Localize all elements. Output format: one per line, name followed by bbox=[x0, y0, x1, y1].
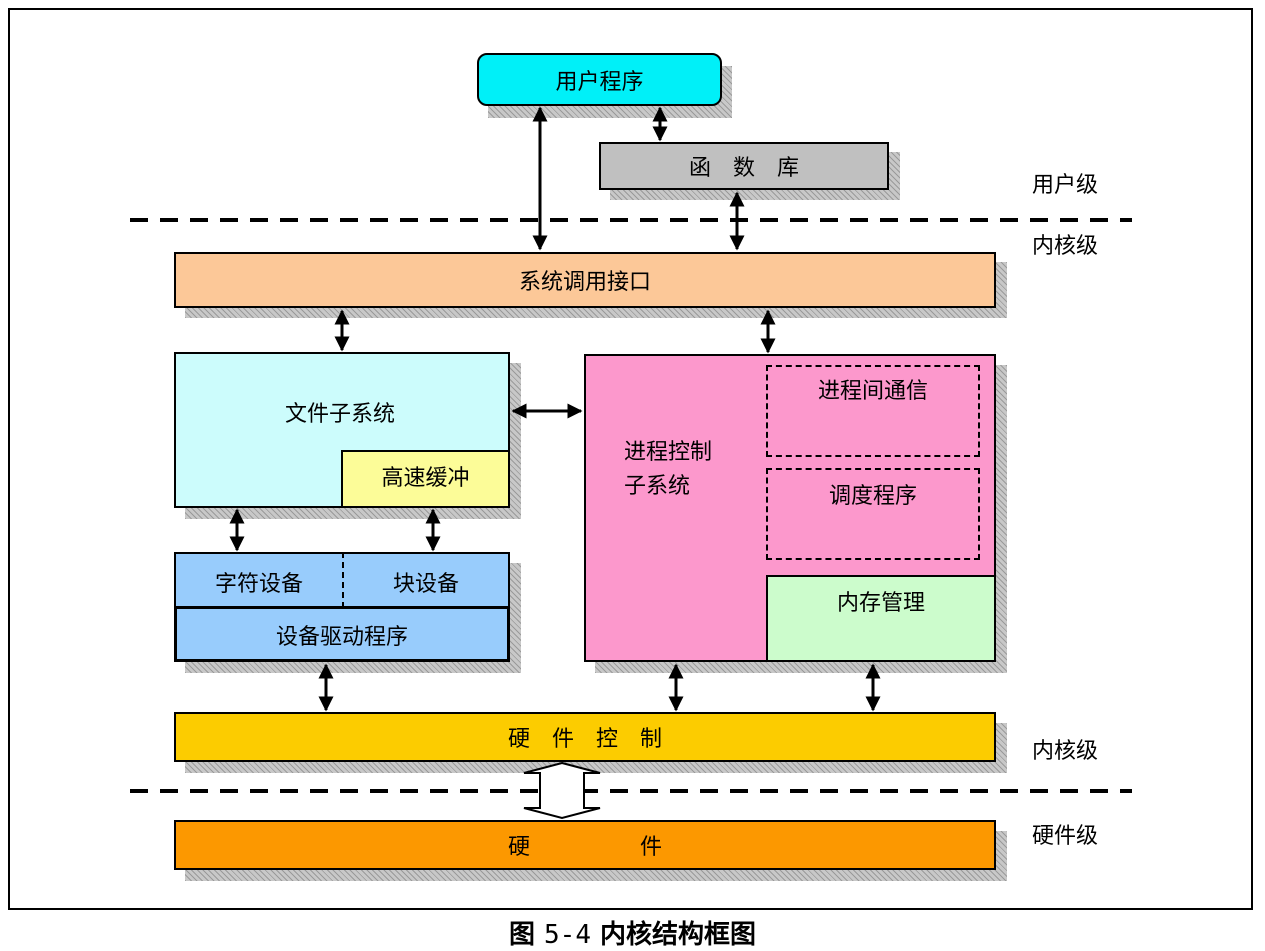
caption-prefix: 图 bbox=[508, 920, 535, 950]
level-kernel-bottom-label: 内核级 bbox=[1032, 739, 1099, 764]
ipc-box: 进程间通信 bbox=[766, 365, 980, 457]
char-device-box: 字符设备 bbox=[174, 552, 342, 608]
block-device-box: 块设备 bbox=[342, 552, 510, 608]
hardware-box: 硬 件 bbox=[174, 820, 996, 870]
caption-number: 5-4 bbox=[544, 920, 591, 950]
process-control-label: 进程控制 子系统 bbox=[624, 440, 713, 499]
device-driver-box: 设备驱动程序 bbox=[174, 606, 510, 662]
library-box: 函 数 库 bbox=[599, 142, 889, 190]
scheduler-box: 调度程序 bbox=[766, 468, 980, 560]
caption-title: 内核结构框图 bbox=[600, 920, 757, 950]
level-kernel-top-label: 内核级 bbox=[1032, 234, 1099, 259]
level-user-label: 用户级 bbox=[1032, 173, 1099, 198]
hardware-control-box: 硬 件 控 制 bbox=[174, 712, 996, 762]
memory-management-box: 内存管理 bbox=[766, 575, 996, 662]
buffer-cache-box: 高速缓冲 bbox=[341, 450, 510, 508]
figure-caption: 图 5-4 内核结构框图 bbox=[0, 914, 1265, 951]
level-hardware-label: 硬件级 bbox=[1032, 824, 1099, 849]
user-program-box: 用户程序 bbox=[477, 53, 722, 106]
syscall-interface-box: 系统调用接口 bbox=[174, 252, 996, 308]
